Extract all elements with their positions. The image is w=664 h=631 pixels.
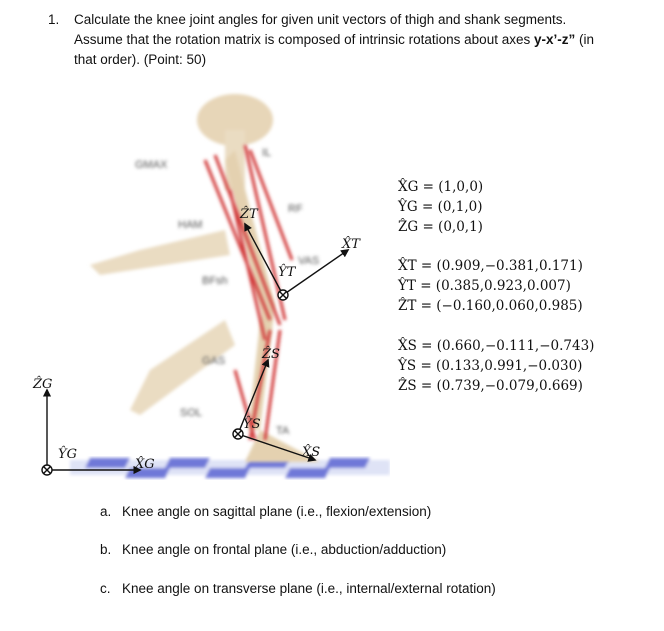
axis-label-yt: ŶT [278, 264, 297, 280]
floor [70, 458, 390, 478]
thigh-frame [244, 222, 350, 301]
vector-zg: ẐG = (0,0,1) [398, 219, 483, 235]
subquestion-c: c. Knee angle on transverse plane (i.e., … [100, 581, 496, 596]
vector-ys: ŶS = (0.133,0.991,−0.030) [398, 358, 583, 374]
axis-label-xs: X̂S [301, 444, 320, 460]
subquestion-text: Knee angle on transverse plane (i.e., in… [122, 581, 496, 596]
vector-xs: X̂S = (0.660,−0.111,−0.743) [398, 338, 595, 354]
muscle-label-ham: HAM [178, 219, 202, 231]
muscle-label-vas: VAS [298, 255, 319, 267]
muscle-labels: GMAX IL RF HAM VAS BFsh GAS SOL TA [135, 147, 319, 437]
vector-yg: ŶG = (0,1,0) [398, 199, 483, 215]
question-text: Calculate the knee joint angles for give… [74, 10, 664, 70]
subquestion-label: a. [100, 504, 112, 519]
subquestion-b: b. Knee angle on frontal plane (i.e., abd… [100, 542, 446, 557]
muscle-lines [203, 144, 294, 441]
axis-label-xt: X̂T [341, 236, 361, 252]
subquestion-text: Knee angle on frontal plane (i.e., abduc… [122, 542, 447, 557]
axis-label-zt: ẐT [239, 206, 259, 222]
skeleton [90, 94, 320, 462]
axis-label-yg: ŶG [58, 446, 77, 462]
muscle-label-il: IL [262, 147, 271, 159]
vector-zt: ẐT = (−0.160,0.060,0.985) [398, 298, 583, 314]
axis-label-zs: ẐS [261, 346, 280, 362]
question-line-3: that order). (Point: 50) [74, 52, 207, 67]
leg-model-figure: GMAX IL RF HAM VAS BFsh GAS SOL TA ẐG ŶG [32, 94, 390, 478]
shank-frame [232, 358, 317, 462]
vector-zs: ẐS = (0.739,−0.079,0.669) [398, 378, 583, 394]
global-frame [41, 388, 142, 476]
question-line-1: Calculate the knee joint angles for give… [74, 12, 567, 27]
subquestion-a: a. Knee angle on sagittal plane (i.e., fl… [100, 504, 431, 519]
vector-yt: ŶT = (0.385,0.923,0.007) [398, 278, 571, 294]
question-line-2: Assume that the rotation matrix is compo… [74, 32, 595, 47]
muscle-label-gmax: GMAX [135, 159, 168, 171]
rotation-sequence: y-x’-z” [533, 32, 576, 47]
question-number: 1. [48, 12, 60, 27]
muscle-label-sol: SOL [180, 407, 202, 419]
muscle-label-ta: TA [276, 425, 290, 437]
subquestion-label: b. [100, 542, 112, 557]
vector-xg: X̂G = (1,0,0) [398, 179, 484, 195]
axis-label-ys: ŶS [243, 416, 261, 432]
axis-label-xg: X̂G [134, 456, 155, 472]
muscle-label-bfsh: BFsh [202, 275, 228, 287]
vector-xt: X̂T = (0.909,−0.381,0.171) [398, 258, 583, 274]
subquestion-label: c. [100, 581, 111, 596]
muscle-label-gas: GAS [202, 355, 225, 367]
axis-label-zg: ẐG [32, 376, 52, 392]
muscle-label-rf: RF [288, 203, 303, 215]
subquestion-text: Knee angle on sagittal plane (i.e., flex… [122, 504, 432, 519]
